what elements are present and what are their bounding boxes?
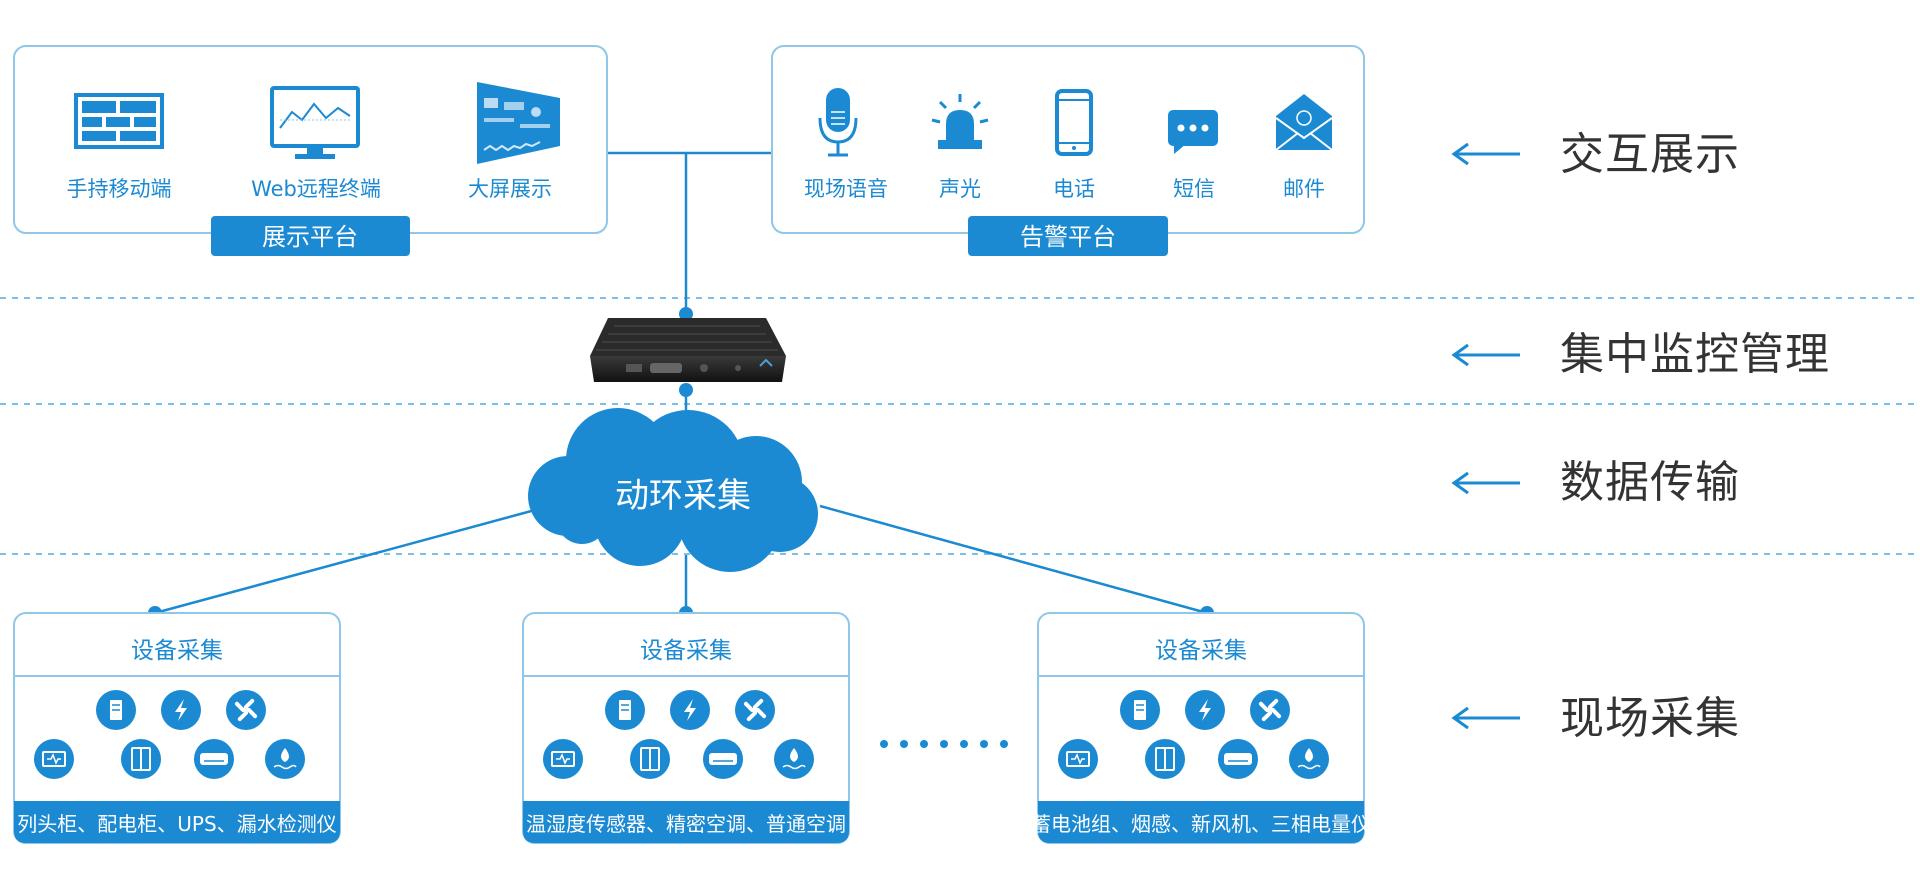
web-monitor-icon [270,86,360,159]
alarm-platform-panel: 现场语音 声光 电话 短信 邮件 告警平台 [771,45,1365,256]
device-group-footer: 列头柜、配电柜、UPS、漏水检测仪 [17,812,336,836]
display-platform-panel: 手持移动端 Web远程终端 大屏展示 展示平台 [13,45,608,256]
air-conditioner-icon [194,739,234,779]
display-platform-title: 展示平台 [262,223,358,251]
device-groups: 设备采集列头柜、配电柜、UPS、漏水检测仪设备采集温湿度传感器、精密空调、普通空… [13,612,1371,844]
device-group-footer: 蓄电池组、烟感、新风机、三相电量仪 [1031,812,1371,836]
water-leak-icon [774,739,814,779]
display-item-label: Web远程终端 [251,177,381,201]
power-icon [1185,690,1225,730]
alarm-item-label: 声光 [939,177,981,201]
more-groups-ellipsis [880,740,1008,748]
layer-separators [0,297,1920,555]
microphone-icon [818,88,858,157]
display-item-label: 手持移动端 [67,177,172,201]
power-icon [161,690,201,730]
display-platform-tab [211,216,410,256]
device-group-footer: 温湿度传感器、精密空调、普通空调 [526,812,846,836]
layer-arrow-icon [1451,471,1520,495]
door-icon [121,739,161,779]
cloud-label: 动环采集 [615,476,751,516]
water-leak-icon [265,739,305,779]
display-item-label: 大屏展示 [468,177,552,201]
device-group-footer-bar [523,801,849,843]
sms-bubble-icon [1168,110,1218,154]
cabinet-icon [96,690,136,730]
alarm-platform-tab [968,216,1168,256]
big-screen-icon [477,82,560,164]
door-icon [630,739,670,779]
cabinet-icon [1120,690,1160,730]
alarm-item-label: 短信 [1173,177,1215,201]
battery-icon [543,739,583,779]
alarm-item-label: 电话 [1053,177,1095,201]
fan-icon [1250,690,1290,730]
power-icon [670,690,710,730]
door-icon [1145,739,1185,779]
layer-arrow-icon [1451,142,1520,166]
fan-icon [735,690,775,730]
cloud-shape [528,408,818,572]
email-icon [1275,94,1333,151]
air-conditioner-icon [703,739,743,779]
phone-icon [1055,89,1093,156]
air-conditioner-icon [1218,739,1258,779]
water-leak-icon [1289,739,1329,779]
alarm-item-label: 现场语音 [804,177,888,201]
dot-below-device [679,383,693,397]
layer-label-transmission: 数据传输 [1560,457,1740,508]
monitoring-host-device [590,318,786,382]
layer-label-monitoring: 集中监控管理 [1560,329,1830,380]
mobile-terminal-icon [74,93,164,149]
device-group-title: 设备采集 [640,638,732,664]
layer-arrow-icon [1451,706,1520,730]
cabinet-icon [605,690,645,730]
battery-icon [1058,739,1098,779]
layer-label-interaction: 交互展示 [1560,129,1740,180]
connector-cloud-left [154,508,536,615]
dot-top [679,307,693,321]
fan-icon [226,690,266,730]
layer-label-field: 现场采集 [1560,693,1740,744]
alarm-platform-box [771,45,1365,234]
device-group-footer-bar [14,801,340,843]
layer-arrow-icon [1451,343,1520,367]
alarm-platform-title: 告警平台 [1020,223,1116,251]
device-group-footer-bar [1038,801,1364,843]
alarm-item-label: 邮件 [1283,177,1325,201]
connector-cloud-right [819,504,1208,615]
device-group-title: 设备采集 [131,638,223,664]
battery-icon [34,739,74,779]
alarm-light-icon [931,94,989,149]
device-group-title: 设备采集 [1155,638,1247,664]
